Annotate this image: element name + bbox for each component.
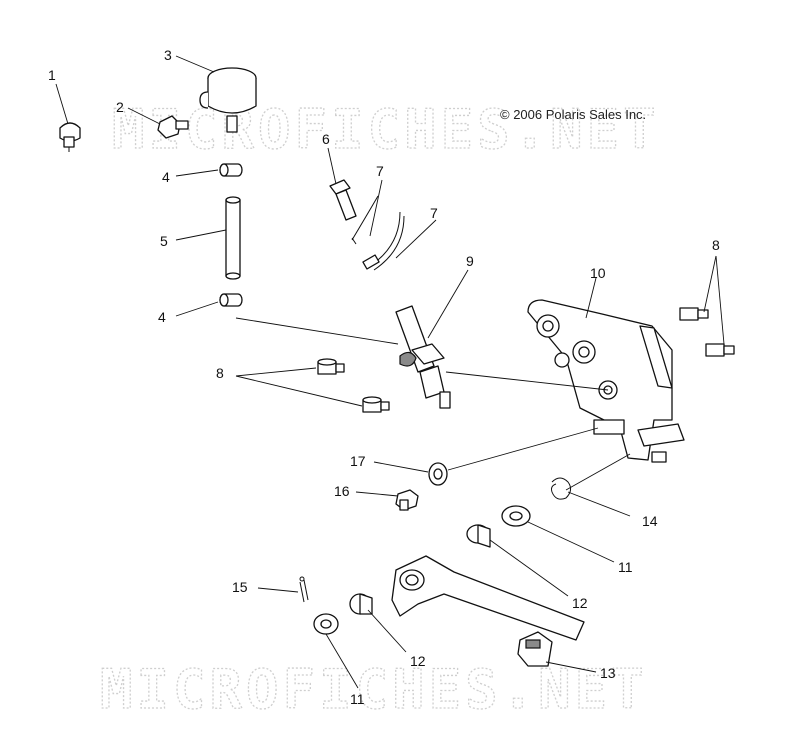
callout-7-upper: 7 <box>376 163 384 179</box>
callout-9: 9 <box>466 253 474 269</box>
part-14-clip <box>551 477 572 500</box>
callout-3: 3 <box>164 47 172 63</box>
callout-13: 13 <box>600 665 616 681</box>
part-11-washer-lower <box>313 613 339 635</box>
callout-15: 15 <box>232 579 248 595</box>
callout-12-upper: 12 <box>572 595 588 611</box>
part-12-bushing-upper <box>466 524 491 548</box>
callout-10: 10 <box>590 265 606 281</box>
callout-17: 17 <box>350 453 366 469</box>
callout-16: 16 <box>334 483 350 499</box>
callout-5: 5 <box>160 233 168 249</box>
part-3-reservoir <box>199 67 257 133</box>
part-13-pedal-arm <box>391 555 585 667</box>
watermark-bottom: MICROFICHES.NET <box>100 658 648 721</box>
part-8-bolt-b <box>362 396 390 413</box>
callout-8-left: 8 <box>216 365 224 381</box>
part-7-wire-a <box>351 195 379 245</box>
callout-12-lower: 12 <box>410 653 426 669</box>
callout-1: 1 <box>48 67 56 83</box>
callout-4-upper: 4 <box>162 169 170 185</box>
part-4-clamp-lower <box>219 293 243 307</box>
callout-2: 2 <box>116 99 124 115</box>
copyright-text: © 2006 Polaris Sales Inc. <box>500 107 646 122</box>
part-8-bolt-c <box>679 307 709 321</box>
callout-11-upper: 11 <box>618 559 633 575</box>
part-5-hose <box>225 196 241 280</box>
part-9-master-cylinder <box>395 305 451 409</box>
part-6-fitting <box>329 179 357 221</box>
part-12-bushing-lower <box>349 593 373 615</box>
callout-11-lower: 11 <box>350 691 365 707</box>
callout-7-lower: 7 <box>430 205 438 221</box>
part-2-bolt <box>157 115 189 139</box>
part-15-cotter-pin <box>299 576 309 603</box>
watermark-top: MICROFICHES.NET <box>112 98 660 161</box>
part-8-bolt-d <box>705 343 735 357</box>
part-16-bolt <box>395 489 419 511</box>
callout-6: 6 <box>322 131 330 147</box>
part-7-wire-b <box>362 211 405 271</box>
callout-8-right: 8 <box>712 237 720 253</box>
callout-14: 14 <box>642 513 658 529</box>
part-17-washer <box>428 462 448 486</box>
callout-4-lower: 4 <box>158 309 166 325</box>
part-10-bracket <box>527 299 685 463</box>
leader-lines <box>55 55 725 689</box>
part-11-washer-upper <box>501 505 531 527</box>
part-4-clamp-upper <box>219 163 243 177</box>
part-1-clamp <box>59 122 81 152</box>
part-8-bolt-a <box>317 358 345 375</box>
